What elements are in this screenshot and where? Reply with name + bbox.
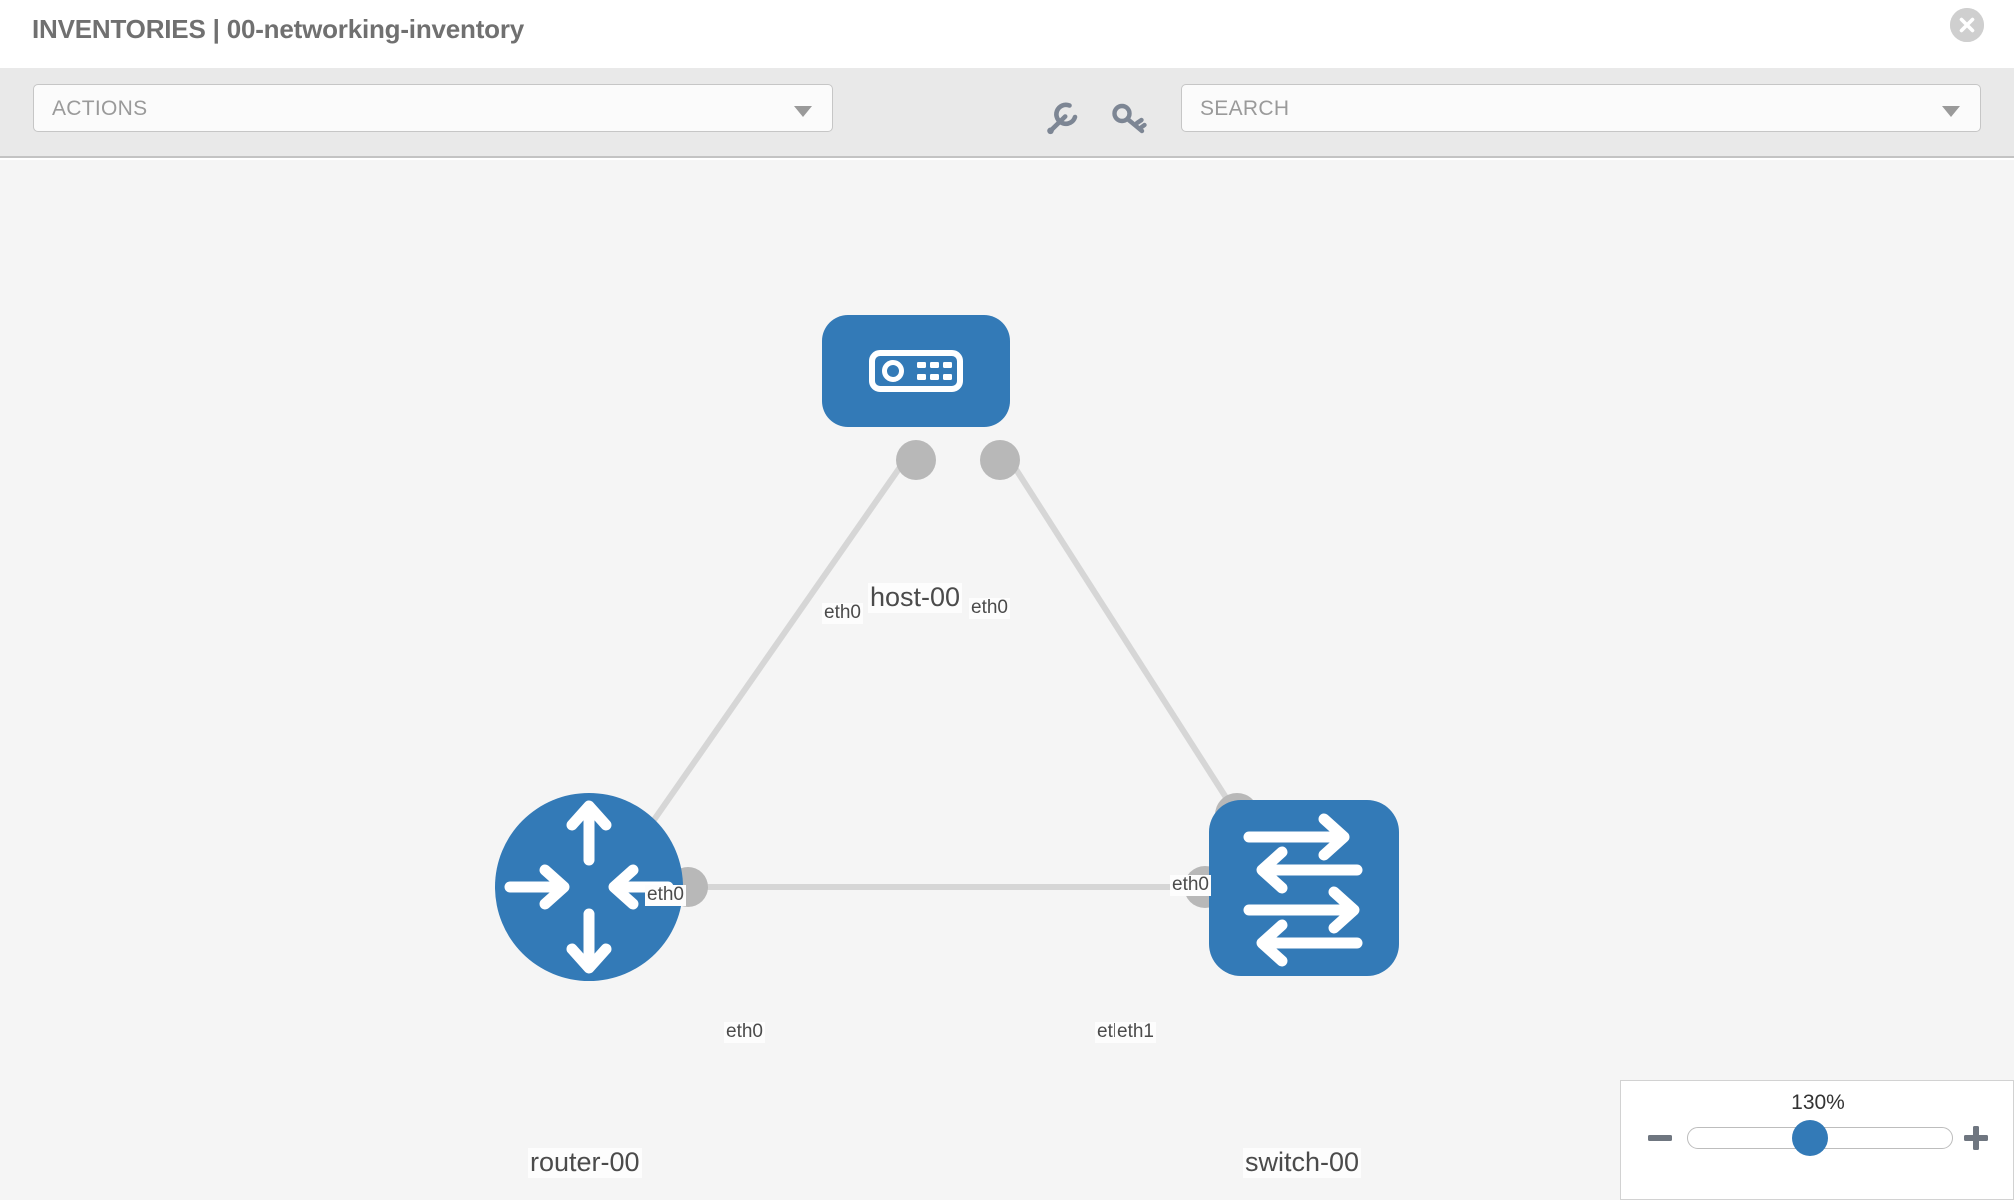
iface-label-router-eth0: eth0 [724, 1021, 765, 1043]
search-placeholder: SEARCH [1200, 97, 1290, 120]
topology-graph [495, 315, 1399, 981]
node-label-switch-00: switch-00 [1243, 1147, 1362, 1178]
iface-label-host-to-switch: eth0 [969, 597, 1010, 619]
actions-dropdown-label: ACTIONS [52, 97, 148, 120]
close-icon[interactable] [1950, 8, 1984, 42]
chevron-down-icon [794, 106, 812, 117]
plus-icon[interactable] [1961, 1123, 1991, 1153]
node-switch-00[interactable] [1209, 800, 1399, 976]
edge-host-switch[interactable] [1007, 458, 1253, 837]
zoom-slider-thumb[interactable] [1792, 1120, 1828, 1156]
search-input[interactable]: SEARCH [1181, 84, 1981, 132]
node-label-router-00: router-00 [528, 1147, 642, 1178]
chevron-down-icon[interactable] [1942, 106, 1960, 117]
connector-nub[interactable] [896, 440, 936, 480]
key-icon[interactable] [1108, 98, 1150, 140]
iface-label-router-uplink: eth0 [645, 884, 686, 906]
iface-label-switch-uplink: eth0 [1170, 874, 1211, 896]
wrench-icon[interactable] [1040, 98, 1082, 140]
topology-canvas[interactable]: host-00 router-00 switch-00 eth0 eth0 et… [0, 160, 2014, 1200]
edge-group [637, 458, 1253, 890]
minus-icon[interactable] [1645, 1123, 1675, 1153]
zoom-level-value: 130% [1791, 1091, 1845, 1114]
actions-dropdown[interactable]: ACTIONS [33, 84, 833, 132]
connector-nub[interactable] [980, 440, 1020, 480]
zoom-control-panel: 130% [1620, 1080, 2014, 1200]
page-title: INVENTORIES | 00-networking-inventory [32, 14, 525, 44]
page-header: INVENTORIES | 00-networking-inventory [0, 0, 2014, 68]
node-label-host-00: host-00 [868, 582, 963, 613]
iface-label-host-to-router: eth0 [822, 602, 863, 624]
iface-label-switch-eth1: eth1 [1115, 1021, 1156, 1043]
node-host-00[interactable] [822, 315, 1010, 427]
edge-host-router[interactable] [637, 458, 908, 842]
